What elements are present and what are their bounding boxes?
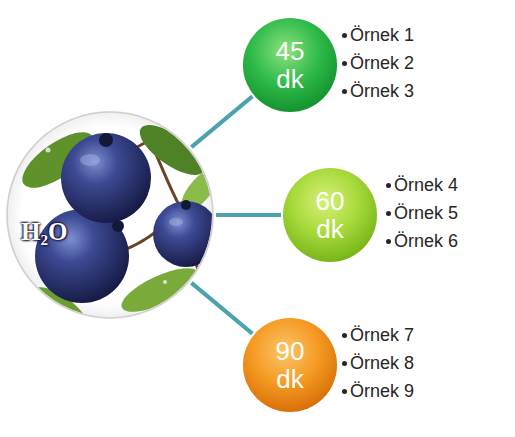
connector-line [216,213,281,217]
duration-label: 60 dk [316,187,345,243]
bullet-dot [386,211,391,216]
sample-item: Örnek 5 [386,202,458,224]
bullet-dot [342,89,347,94]
bullet-dot [342,389,347,394]
formula-label: H₂O [21,218,67,246]
sample-item: Örnek 7 [342,324,414,346]
sample-label: Örnek 1 [350,24,414,46]
sample-item: Örnek 2 [342,52,414,74]
bullet-dot [386,183,391,188]
sample-item: Örnek 3 [342,80,414,102]
circle-outline [5,110,215,320]
center-circle: H₂O [5,110,215,320]
sample-item: Örnek 6 [386,230,458,252]
bullet-dot [342,33,347,38]
sample-label: Örnek 2 [350,52,414,74]
sample-item: Örnek 1 [342,24,414,46]
connector-line [191,283,252,334]
sample-item: Örnek 4 [386,174,458,196]
sample-label: Örnek 8 [350,352,414,374]
time-circle: 60 dk [282,167,378,263]
sample-label: Örnek 9 [350,380,414,402]
duration-label: 45 dk [276,37,305,93]
duration-label: 90 dk [276,337,305,393]
sample-label: Örnek 5 [394,202,458,224]
sample-label: Örnek 3 [350,80,414,102]
bullet-dot [342,361,347,366]
sample-label: Örnek 4 [394,174,458,196]
bullet-dot [342,333,347,338]
connector-line [191,96,252,147]
sample-item: Örnek 9 [342,380,414,402]
sample-label: Örnek 7 [350,324,414,346]
bullet-dot [342,61,347,66]
time-circle: 90 dk [242,317,338,413]
time-circle: 45 dk [242,17,338,113]
bullet-dot [386,239,391,244]
sample-label: Örnek 6 [394,230,458,252]
sample-item: Örnek 8 [342,352,414,374]
blueberries [14,116,225,336]
